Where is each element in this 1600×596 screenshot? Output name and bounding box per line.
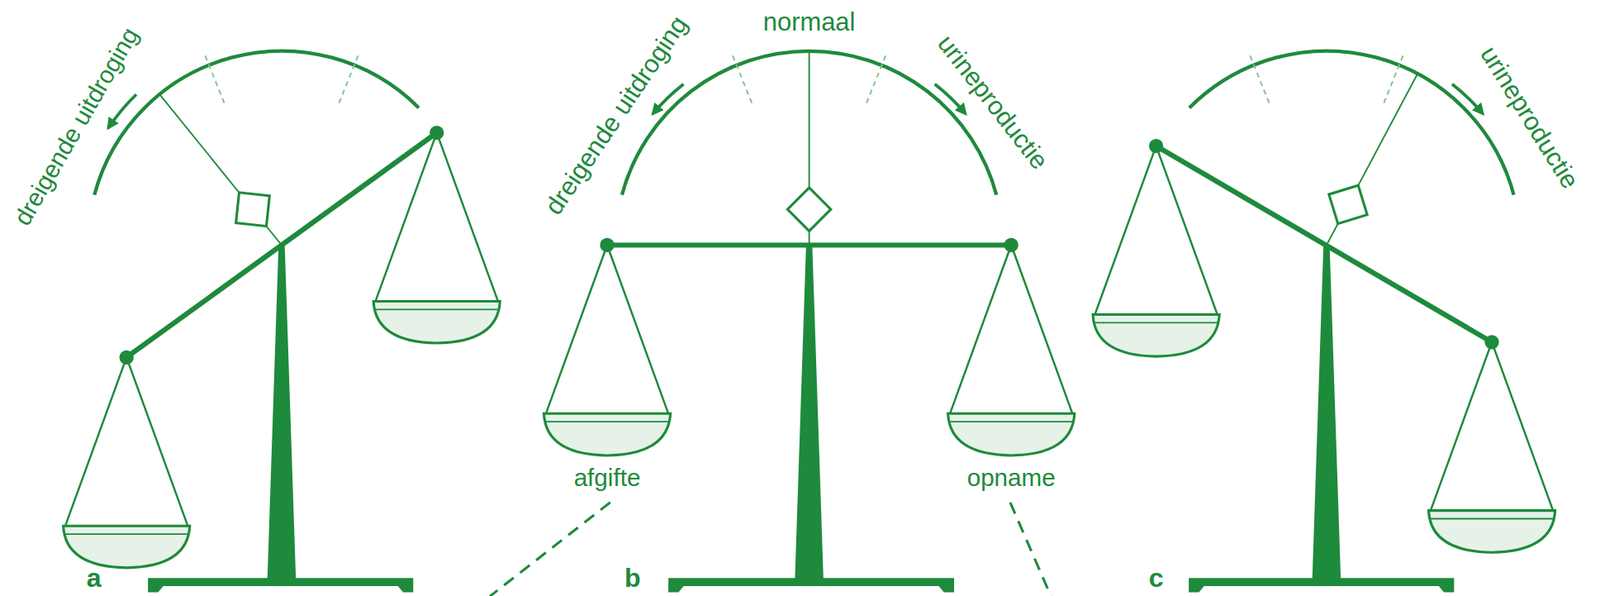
scale-label: afgifte — [574, 464, 641, 492]
scale-label: dreigende uitdroging — [9, 23, 144, 230]
scale-label: opname — [967, 464, 1056, 492]
panel-letter: c — [1148, 563, 1164, 593]
panel-letter: a — [86, 563, 102, 593]
scale-label: normaal — [763, 8, 856, 37]
panel-letter: b — [624, 563, 641, 593]
scale-label: dreigende uitdroging — [539, 10, 694, 219]
scale-label: urineproductie — [931, 29, 1054, 175]
scale-label: urineproductie — [1474, 41, 1585, 194]
